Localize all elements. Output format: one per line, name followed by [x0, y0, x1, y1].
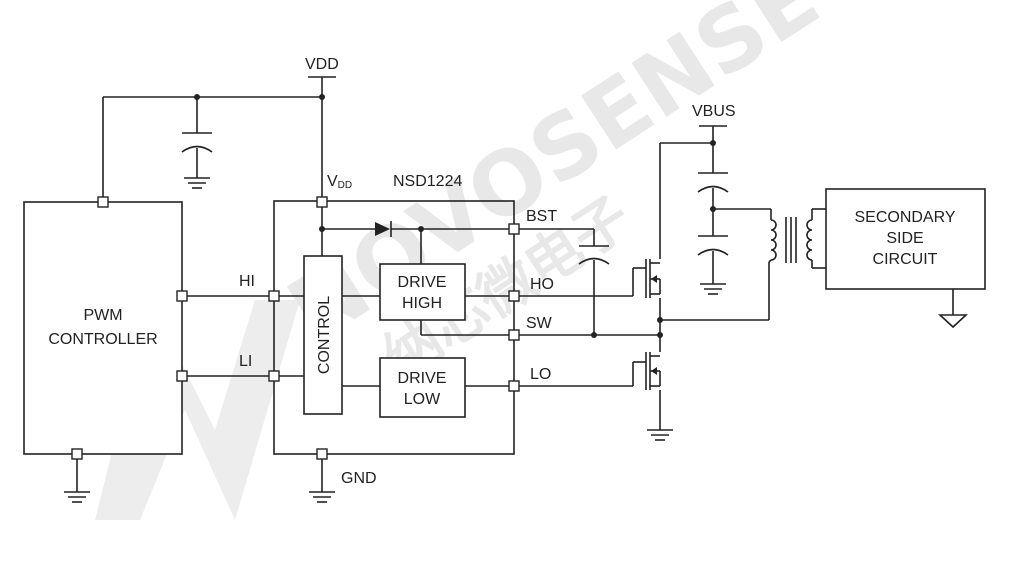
ground-symbol-bus-cap	[700, 283, 726, 295]
gnd-label: GND	[341, 470, 377, 487]
chip-vdd-pin	[316, 196, 328, 208]
chip-lo-pin	[508, 380, 520, 392]
chip-ho-pin	[508, 290, 520, 302]
bus-capacitor-upper	[697, 172, 729, 193]
drive-high-label-line2: HIGH	[402, 295, 442, 312]
chip-li-pin	[268, 370, 280, 382]
chip-sw-pin	[508, 329, 520, 341]
pwm-li-pin	[176, 370, 188, 382]
ho-pin-label: HO	[530, 276, 554, 293]
pins	[71, 196, 520, 460]
drive-high-label-line1: DRIVE	[398, 274, 447, 291]
drive-low-label-line2: LOW	[404, 391, 441, 408]
pwm-controller-label-line1: PWM	[83, 307, 122, 324]
transformer	[770, 217, 813, 263]
vdd-supply-label: VDD	[305, 56, 339, 73]
pwm-gnd-pin	[71, 448, 83, 460]
vbus-label: VBUS	[692, 103, 736, 120]
secondary-label-line1: SECONDARY	[854, 209, 955, 226]
pwm-controller-label-line2: CONTROLLER	[48, 331, 157, 348]
decoupling-capacitor	[181, 132, 213, 153]
lo-pin-label: LO	[530, 366, 551, 383]
control-block	[303, 255, 343, 415]
hi-signal-label: HI	[239, 273, 255, 290]
watermark-brand-text: NOVOSENSE	[270, 0, 836, 363]
junction-dots	[194, 94, 716, 338]
chip-gnd-pin	[316, 448, 328, 460]
chip-bst-pin	[508, 223, 520, 235]
secondary-label-line3: CIRCUIT	[873, 251, 938, 268]
chip-vdd-pin-label: VDD	[327, 173, 352, 191]
watermark: NOVOSENSE 纳芯微电子	[95, 0, 836, 520]
secondary-label-line2: SIDE	[886, 230, 923, 247]
chip-name-label: NSD1224	[393, 173, 462, 190]
high-side-mosfet	[633, 259, 661, 298]
drive-high-block	[379, 263, 466, 321]
drive-low-label-line1: DRIVE	[398, 370, 447, 387]
chip-hi-pin	[268, 290, 280, 302]
bus-capacitor-lower	[697, 235, 729, 256]
li-signal-label: LI	[239, 353, 252, 370]
ground-symbol-decoupling	[184, 177, 210, 189]
low-side-mosfet	[633, 352, 661, 390]
pwm-vdd-pin	[97, 196, 109, 208]
nsd1224-chip-outline	[273, 200, 515, 455]
bootstrap-diode	[375, 221, 392, 237]
bst-pin-label: BST	[526, 208, 557, 225]
sw-pin-label: SW	[526, 315, 553, 332]
drive-low-block	[379, 357, 466, 418]
ground-symbol-controller	[64, 491, 90, 503]
secondary-side-circuit-block	[825, 188, 986, 290]
ground-symbol-secondary	[937, 314, 969, 329]
ground-symbol-chip	[309, 491, 335, 503]
control-block-label: CONTROL	[316, 296, 333, 374]
bootstrap-capacitor	[578, 245, 610, 265]
pwm-controller-block	[23, 201, 183, 455]
ground-symbol-low-fet	[647, 429, 673, 441]
pwm-hi-pin	[176, 290, 188, 302]
